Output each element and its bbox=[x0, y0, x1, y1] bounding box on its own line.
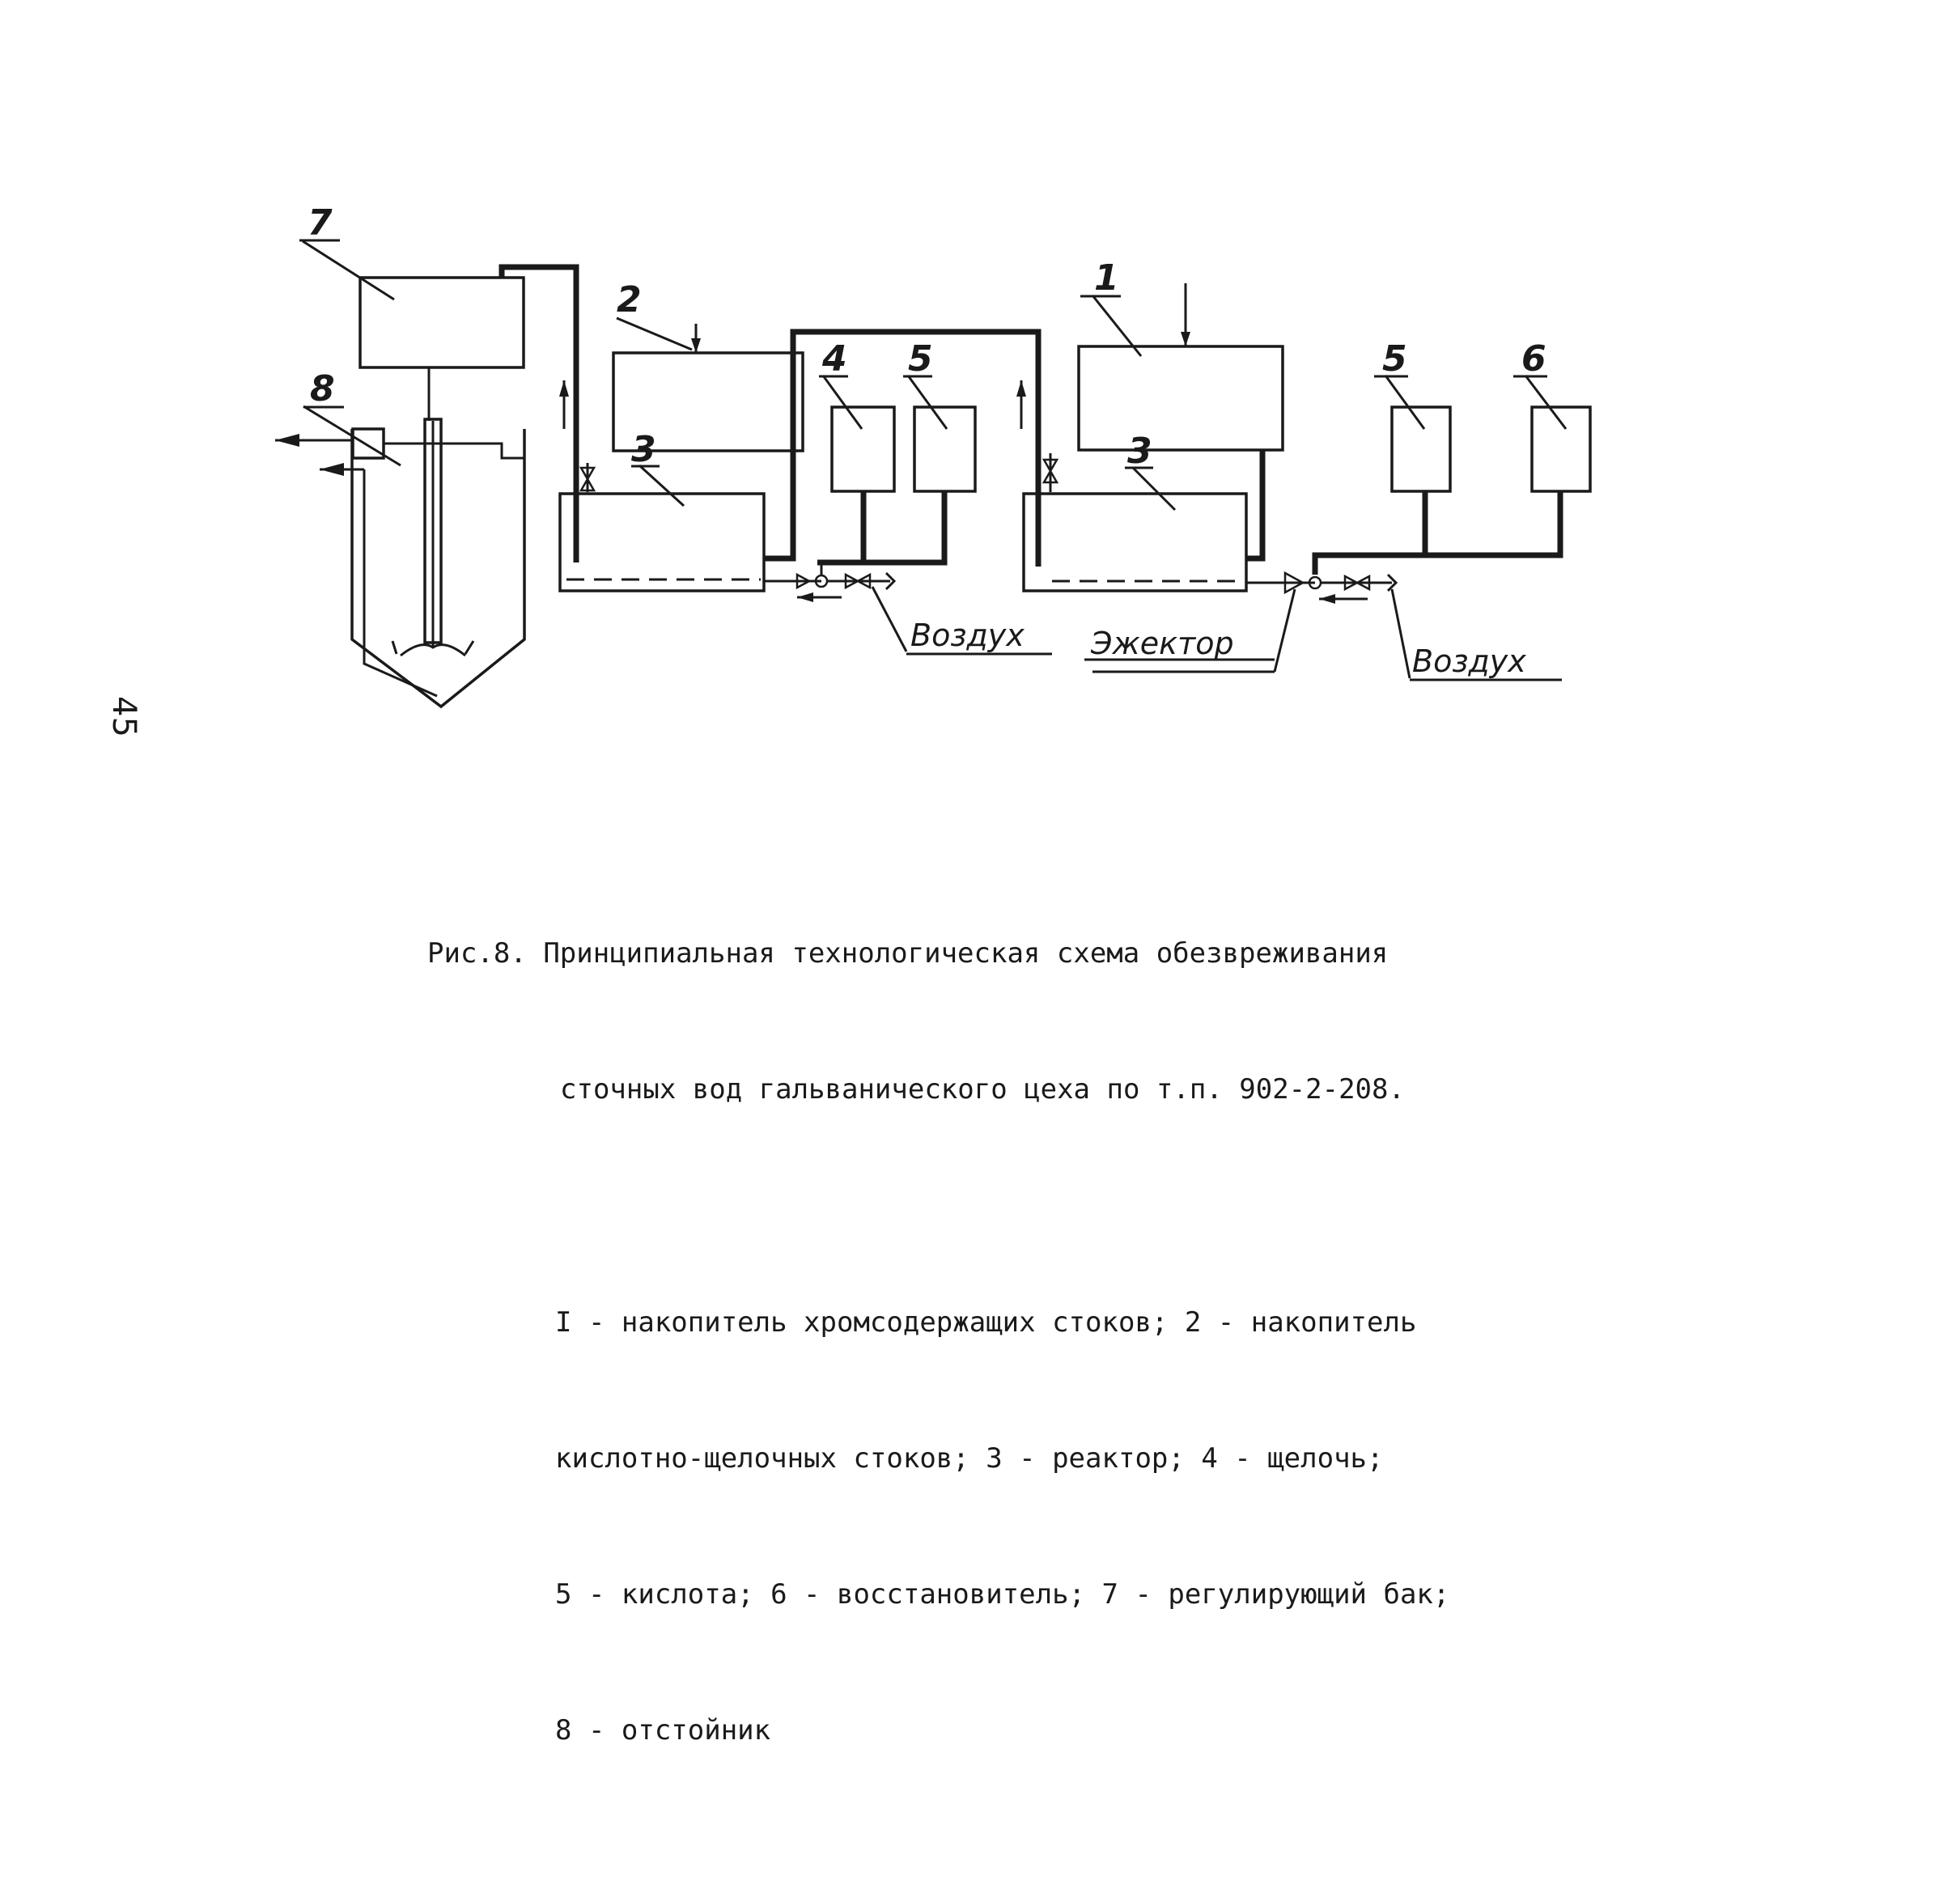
valve-left-inlet bbox=[579, 463, 596, 492]
label-7: 7 bbox=[308, 202, 333, 244]
page-number: 45 bbox=[105, 696, 142, 737]
air-label-right: Воздух bbox=[1412, 643, 1526, 679]
figure-title-line-1: Принципиальная технологическая схема обе… bbox=[543, 937, 1389, 970]
process-flow-diagram: 7 8 2 3 4 bbox=[275, 202, 1592, 709]
label-3-left: 3 bbox=[631, 429, 656, 470]
label-1: 1 bbox=[1094, 257, 1119, 299]
ejector-label: Эжектор bbox=[1090, 626, 1234, 661]
reactor-3-right bbox=[1022, 492, 1248, 592]
label-5-left: 5 bbox=[908, 338, 933, 380]
figure-label: Рис.8. bbox=[427, 937, 527, 970]
storage-tank-1 bbox=[1077, 345, 1284, 452]
figure-title: Рис.8. Принципиальная технологическая сх… bbox=[427, 931, 1641, 976]
ejector-right bbox=[1246, 571, 1411, 679]
figure-title-continued: сточных вод гальванического цеха по т.п.… bbox=[427, 1067, 1641, 1112]
label-5-right: 5 bbox=[1382, 338, 1407, 380]
valve-right-inlet bbox=[1042, 453, 1059, 492]
air-injector-left bbox=[764, 562, 908, 652]
settler-8 bbox=[275, 418, 526, 709]
label-4: 4 bbox=[821, 338, 847, 380]
alkali-tank-4 bbox=[830, 405, 896, 493]
legend-line: 5 - кислота; 6 - восстановитель; 7 - рег… bbox=[555, 1578, 1450, 1611]
legend-line: 8 - отстойник bbox=[555, 1714, 771, 1747]
label-6: 6 bbox=[1521, 338, 1546, 380]
label-2: 2 bbox=[617, 279, 642, 320]
reducer-tank-6 bbox=[1530, 405, 1592, 493]
acid-tank-5-left bbox=[913, 405, 977, 493]
figure-title-line-2: сточных вод гальванического цеха по т.п.… bbox=[560, 1073, 1405, 1106]
storage-tank-2 bbox=[612, 351, 804, 452]
regulating-tank-7 bbox=[358, 276, 525, 369]
figure-legend: I - накопитель хромсодержащих стоков; 2 … bbox=[555, 1209, 1641, 1844]
legend-line: I - накопитель хромсодержащих стоков; 2 … bbox=[555, 1306, 1417, 1339]
air-label-left: Воздух bbox=[910, 618, 1025, 653]
legend-line: кислотно-щелочных стоков; 3 - реактор; 4… bbox=[555, 1442, 1384, 1475]
reactor-3-left bbox=[558, 492, 766, 592]
label-3-right: 3 bbox=[1127, 431, 1152, 472]
figure-caption: Рис.8. Принципиальная технологическая сх… bbox=[427, 840, 1641, 1889]
acid-tank-5-right bbox=[1390, 405, 1452, 493]
label-8: 8 bbox=[310, 368, 335, 410]
